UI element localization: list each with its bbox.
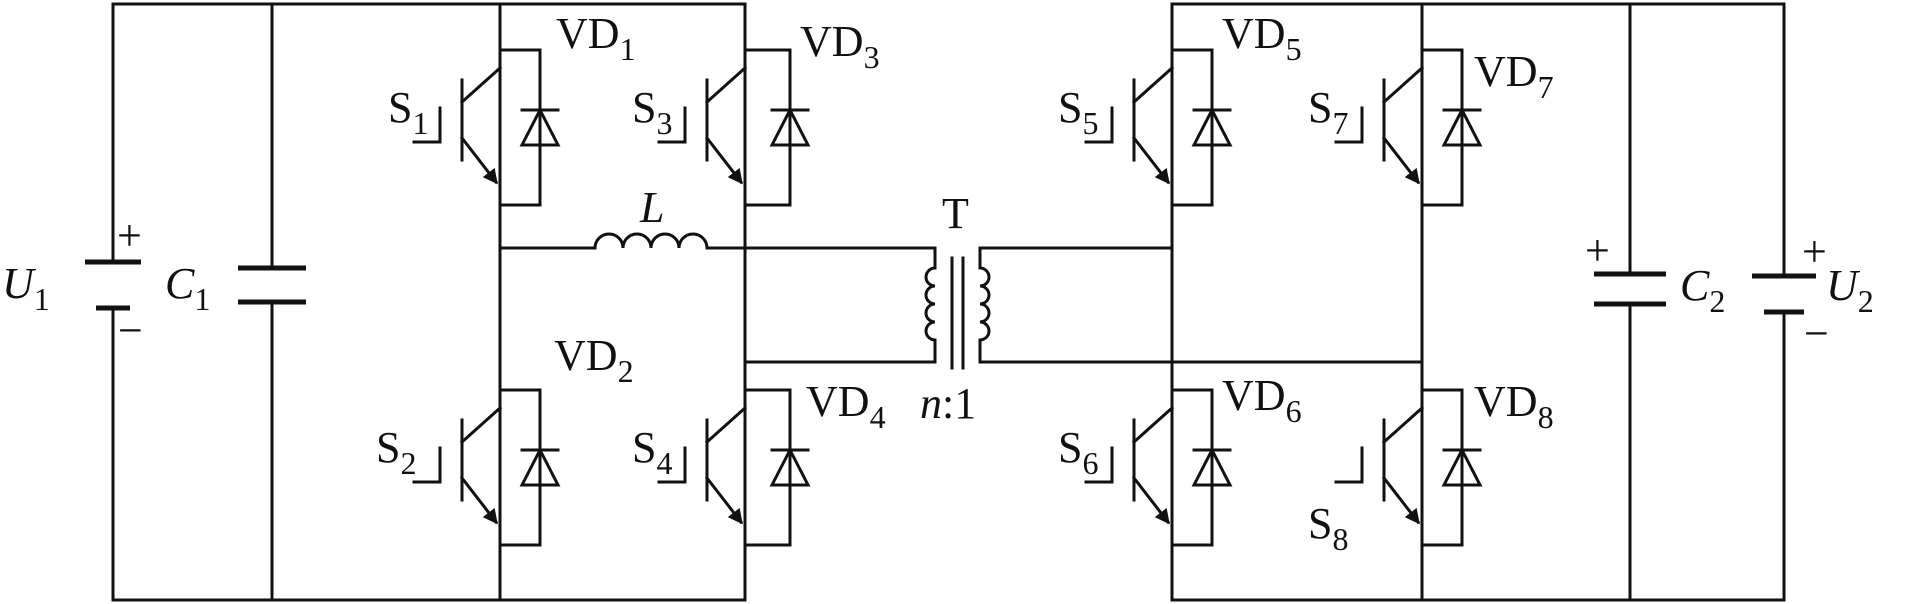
switch-cell-s4: S4 VD4 bbox=[632, 377, 886, 547]
diode-vd5 bbox=[1191, 106, 1233, 147]
transformer-t: T n:1 bbox=[920, 189, 991, 428]
switch-cell-s5: S5 VD5 bbox=[1058, 9, 1302, 207]
diode-vd1-label: VD1 bbox=[556, 9, 636, 67]
diode-vd2-label: VD2 bbox=[554, 331, 634, 389]
capacitor-c2: + C2 bbox=[1585, 226, 1725, 319]
transformer-label: T bbox=[942, 189, 969, 238]
switch-cell-s8: S8 VD8 bbox=[1308, 377, 1554, 557]
diode-vd5-label: VD5 bbox=[1222, 9, 1302, 67]
diode-vd6-label: VD6 bbox=[1222, 371, 1302, 429]
diode-vd7-label: VD7 bbox=[1474, 47, 1554, 105]
switch-cell-s3: S3 VD3 bbox=[632, 17, 880, 207]
switch-s4-label: S4 bbox=[632, 423, 672, 481]
right-bus-wires bbox=[978, 2, 1786, 602]
diode-vd2 bbox=[519, 446, 561, 487]
diode-vd1 bbox=[519, 106, 561, 147]
diode-vd3 bbox=[769, 106, 811, 147]
source-u1: + − U1 bbox=[2, 211, 143, 355]
primary-winding bbox=[924, 266, 937, 342]
secondary-winding bbox=[978, 266, 991, 342]
transformer-ratio: n:1 bbox=[920, 379, 976, 428]
source-u1-plus: + bbox=[117, 211, 142, 260]
diode-vd4-label: VD4 bbox=[806, 377, 886, 435]
switch-cell-s6: S6 VD6 bbox=[1058, 371, 1302, 547]
switch-s8-label: S8 bbox=[1308, 499, 1348, 557]
left-bus-wires bbox=[111, 2, 937, 602]
diode-vd8-label: VD8 bbox=[1474, 377, 1554, 435]
capacitor-c2-label: C2 bbox=[1680, 261, 1725, 319]
switch-cell-s1: S1 VD1 bbox=[388, 9, 636, 207]
source-u2: + − U2 bbox=[1752, 227, 1874, 358]
source-u1-minus: − bbox=[118, 306, 143, 355]
capacitor-c1: C1 bbox=[165, 259, 306, 317]
diode-vd3-label: VD3 bbox=[800, 17, 880, 75]
switch-s1-label: S1 bbox=[388, 83, 428, 141]
source-u1-label: U1 bbox=[2, 259, 50, 317]
source-u2-label: U2 bbox=[1826, 261, 1874, 319]
diode-vd4 bbox=[769, 446, 811, 487]
source-u2-plus: + bbox=[1802, 227, 1827, 276]
inductor-label: L bbox=[639, 183, 664, 232]
switch-cell-s2: S2 VD2 bbox=[376, 331, 634, 547]
inductor-l: L bbox=[593, 183, 709, 250]
switch-s6-label: S6 bbox=[1058, 423, 1098, 481]
switch-cell-s7: S7 VD7 bbox=[1308, 47, 1554, 207]
capacitor-c2-plus: + bbox=[1585, 226, 1610, 275]
diode-vd7 bbox=[1441, 106, 1483, 147]
switch-s5-label: S5 bbox=[1058, 83, 1098, 141]
diode-vd6 bbox=[1191, 446, 1233, 487]
switch-s7-label: S7 bbox=[1308, 83, 1348, 141]
capacitor-c1-label: C1 bbox=[165, 259, 210, 317]
diode-vd8 bbox=[1441, 446, 1483, 487]
switch-s2-label: S2 bbox=[376, 423, 416, 481]
source-u2-minus: − bbox=[1804, 309, 1829, 358]
switch-s3-label: S3 bbox=[632, 83, 672, 141]
